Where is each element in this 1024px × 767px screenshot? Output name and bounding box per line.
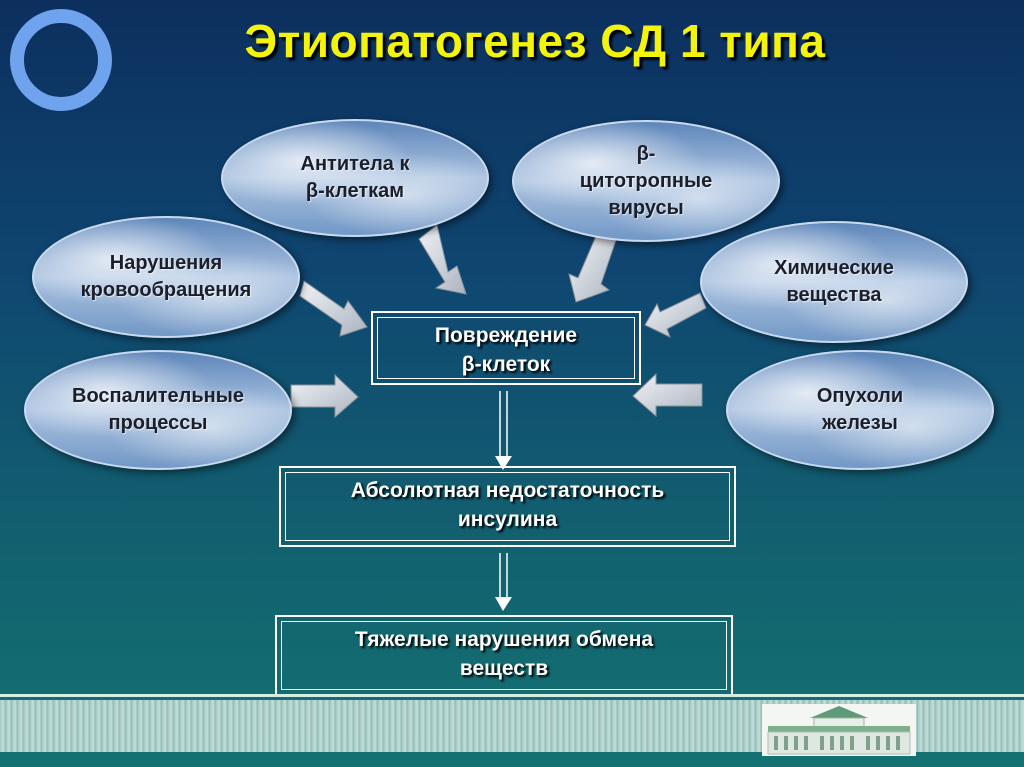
cause-inflammation-label: Воспалительные процессы (72, 385, 244, 434)
cause-chemicals-label: Химические вещества (774, 257, 894, 306)
insulin-deficiency-label: Абсолютная недостаточность инсулина (350, 479, 665, 532)
insulin-deficiency-box: Абсолютная недостаточность инсулина (279, 466, 736, 547)
arrow-chemicals-to-damage (644, 292, 707, 338)
metabolic-disorders-label: Тяжелые нарушения обмена веществ (354, 628, 654, 681)
cause-circulation-label: Нарушения кровообращения (80, 252, 252, 301)
cause-tumors-label: Опухоли железы (816, 385, 904, 434)
metabolic-disorders-box: Тяжелые нарушения обмена веществ (275, 615, 733, 696)
footer-divider (0, 694, 1024, 697)
slide-title: Этиопатогенез СД 1 типа (244, 15, 826, 67)
building-icon (762, 704, 916, 756)
damage-label: Повреждение β-клеток (434, 324, 578, 377)
arrow-tumors-to-damage (632, 372, 703, 418)
cause-antibodies: Антитела к β-клеткам (221, 119, 489, 237)
cause-chemicals: Химические вещества (700, 221, 968, 343)
arrow-inflammation-to-damage (290, 373, 359, 419)
arrow-damage-to-deficiency (495, 391, 512, 470)
cause-tumors: Опухоли железы (726, 350, 994, 470)
cause-antibodies-label: Антитела к β-клеткам (300, 153, 410, 202)
cause-circulation: Нарушения кровообращения (32, 216, 300, 338)
arrow-circulation-to-damage (299, 280, 368, 337)
cause-viruses: β- цитотропные вирусы (512, 120, 780, 242)
building-logo (762, 704, 916, 756)
cause-viruses-label: β- цитотропные вирусы (579, 142, 713, 219)
arrow-deficiency-to-disorders (495, 553, 512, 611)
arrow-antibodies-to-damage (418, 224, 467, 295)
arrow-viruses-to-damage (568, 235, 617, 303)
cause-inflammation: Воспалительные процессы (24, 350, 292, 470)
damage-box: Повреждение β-клеток (371, 311, 641, 385)
